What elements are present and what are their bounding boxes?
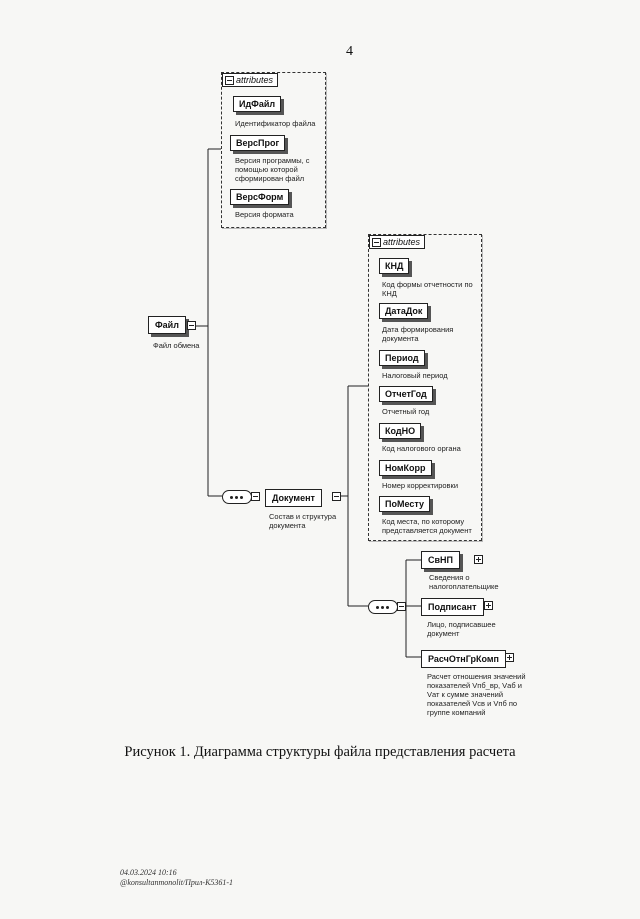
attr-place-code: ПоМесту <box>379 496 430 512</box>
attr-format-version-desc: Версия формата <box>235 210 294 219</box>
child-element-signer-desc: Лицо, подписавшее документ <box>427 620 496 638</box>
sequence-compositor-icon <box>368 600 398 614</box>
attr-place-code-desc: Код места, по которому представляется до… <box>382 517 472 535</box>
collapse-icon[interactable] <box>187 321 196 330</box>
attr-correction-number: НомКорр <box>379 460 432 476</box>
attr-report-year-desc: Отчетный год <box>382 407 430 416</box>
attr-tax-office-code: КодНО <box>379 423 422 439</box>
collapse-icon[interactable] <box>397 602 406 611</box>
attr-id-file-desc: Идентификатор файла <box>235 119 316 128</box>
child-element-group-calc-desc: Расчет отношения значений показателей Vп… <box>427 672 526 717</box>
child-element-taxpayer: СвНП <box>421 551 461 569</box>
expand-icon[interactable] <box>484 601 493 610</box>
footer-path: @konsultanmonolit/Прил-К5361-1 <box>120 878 234 887</box>
document-element-label: Документ <box>272 493 315 503</box>
document-element-desc: Состав и структура документа <box>269 512 337 530</box>
page-footer: 04.03.2024 10:16 @konsultanmonolit/Прил-… <box>120 868 233 888</box>
collapse-icon <box>372 238 381 248</box>
attr-doc-date-desc: Дата формирования документа <box>382 325 454 343</box>
collapse-icon[interactable] <box>332 492 341 501</box>
sequence-compositor-icon <box>222 490 252 504</box>
collapse-icon <box>225 76 234 86</box>
document-element: Документ <box>265 489 322 507</box>
attr-tax-office-code-desc: Код налогового органа <box>382 444 461 453</box>
attr-correction-number-desc: Номер корректировки <box>382 481 459 490</box>
root-element-file: Файл <box>148 316 186 334</box>
attr-period-desc: Налоговый период <box>382 371 448 380</box>
child-element-taxpayer-desc: Сведения о налогоплательщике <box>429 573 499 591</box>
document-attributes-header[interactable]: attributes <box>369 235 426 250</box>
attr-knd-desc: Код формы отчетности по КНД <box>382 280 473 298</box>
figure-caption: Рисунок 1. Диаграмма структуры файла пре… <box>124 744 516 760</box>
attr-period: Период <box>379 350 425 366</box>
attr-report-year: ОтчетГод <box>379 386 433 402</box>
footer-timestamp: 04.03.2024 10:16 <box>120 868 177 877</box>
expand-icon[interactable] <box>474 555 483 564</box>
attr-id-file: ИдФайл <box>233 96 282 112</box>
attr-knd: КНД <box>379 258 410 274</box>
attr-format-version: ВерсФорм <box>230 189 290 205</box>
file-attributes-group: attributes <box>221 72 326 228</box>
attr-program-version-desc: Версия программы, с помощью которой сфор… <box>235 156 310 183</box>
child-element-signer: Подписант <box>421 598 484 616</box>
attr-program-version: ВерсПрог <box>230 135 286 151</box>
collapse-icon[interactable] <box>251 492 260 501</box>
file-attributes-header[interactable]: attributes <box>222 73 279 88</box>
attr-doc-date: ДатаДок <box>379 303 429 319</box>
expand-icon[interactable] <box>505 653 514 662</box>
page-number: 4 <box>346 44 353 59</box>
document-attributes-group: attributes <box>368 234 482 541</box>
root-element-label: Файл <box>155 320 179 330</box>
root-element-desc: Файл обмена <box>153 341 200 350</box>
child-element-group-calc: РасчОтнГрКомп <box>421 650 506 668</box>
